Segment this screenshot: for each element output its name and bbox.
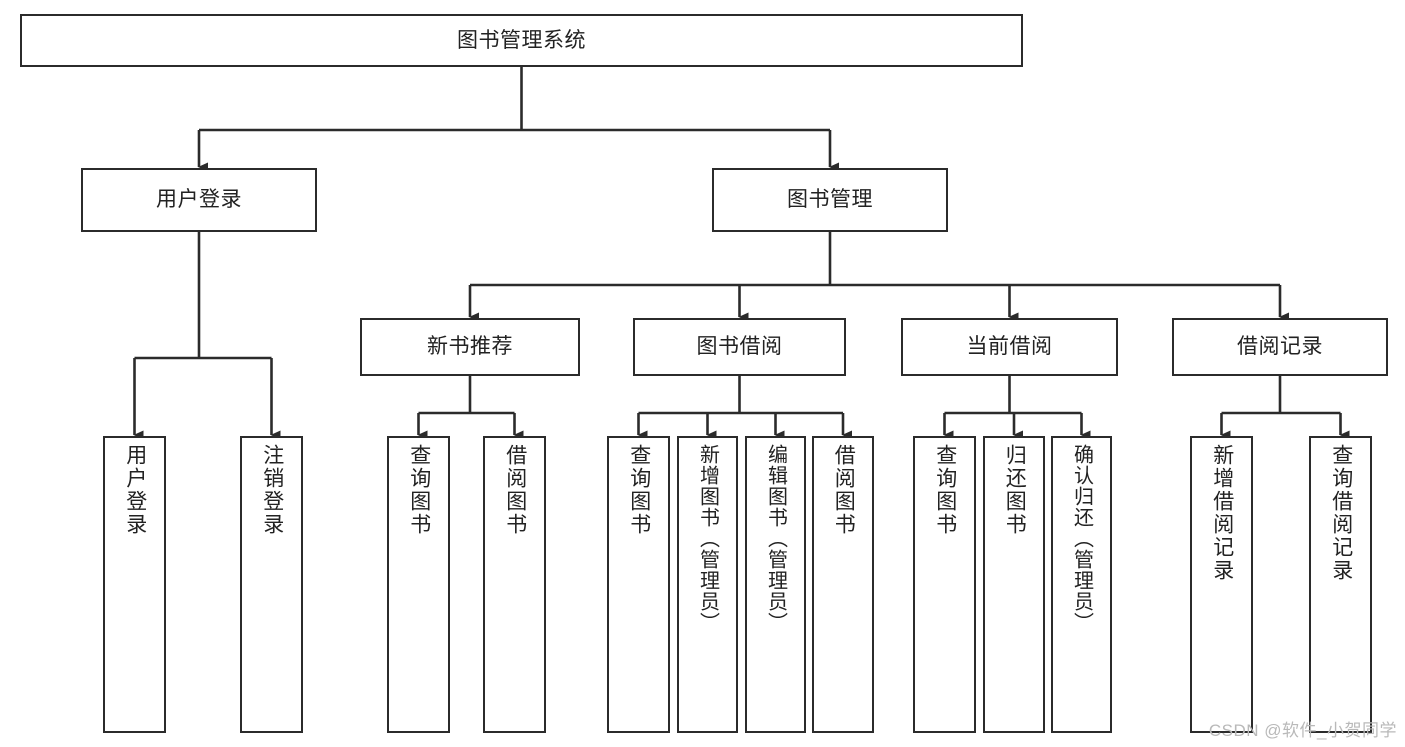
node-label: 借阅图书 [503,444,527,536]
node-label: 查询图书 [933,444,957,536]
node-label: 新增借阅记录 [1210,444,1234,582]
node-label: 借阅记录 [1237,335,1323,359]
node-label: 查询图书 [627,444,651,536]
node-label: 用户登录 [156,188,242,212]
node-label: 图书管理系统 [457,28,586,52]
node-leaf-borrow-book-2[interactable]: 借阅图书 [812,436,874,733]
node-leaf-confirm-return-admin[interactable]: 确认归还（管理员） [1051,436,1112,733]
node-book-manage[interactable]: 图书管理 [712,168,948,232]
node-label: 新增图书（管理员） [696,444,719,633]
node-leaf-add-book-admin[interactable]: 新增图书（管理员） [677,436,738,733]
node-label: 确认归还（管理员） [1070,444,1093,633]
node-label: 图书管理 [787,188,873,212]
node-leaf-query-book-2[interactable]: 查询图书 [607,436,670,733]
node-label: 当前借阅 [966,335,1053,359]
node-label: 借阅图书 [832,444,856,536]
csdn-watermark: CSDN @软件_小贺同学 [1208,721,1397,740]
node-label: 图书借阅 [696,335,783,359]
node-leaf-query-book-1[interactable]: 查询图书 [387,436,450,733]
node-leaf-return-book[interactable]: 归还图书 [983,436,1045,733]
node-label: 归还图书 [1003,444,1027,536]
node-root[interactable]: 图书管理系统 [20,14,1023,67]
node-label: 用户登录 [123,444,147,536]
node-leaf-query-book-3[interactable]: 查询图书 [913,436,976,733]
node-label: 新书推荐 [427,335,513,359]
node-book-borrow[interactable]: 图书借阅 [633,318,846,376]
node-label: 查询图书 [407,444,431,536]
node-user-login[interactable]: 用户登录 [81,168,317,232]
node-leaf-user-login[interactable]: 用户登录 [103,436,166,733]
node-leaf-query-borrow-record[interactable]: 查询借阅记录 [1309,436,1372,733]
node-leaf-user-logout[interactable]: 注销登录 [240,436,303,733]
node-label: 注销登录 [260,444,284,536]
node-new-book-recommend[interactable]: 新书推荐 [360,318,580,376]
node-borrow-record[interactable]: 借阅记录 [1172,318,1388,376]
node-label: 编辑图书（管理员） [764,444,787,633]
node-label: 查询借阅记录 [1329,444,1353,582]
node-leaf-borrow-book-1[interactable]: 借阅图书 [483,436,546,733]
node-leaf-add-borrow-record[interactable]: 新增借阅记录 [1190,436,1253,733]
node-leaf-edit-book-admin[interactable]: 编辑图书（管理员） [745,436,806,733]
node-current-borrow[interactable]: 当前借阅 [901,318,1118,376]
